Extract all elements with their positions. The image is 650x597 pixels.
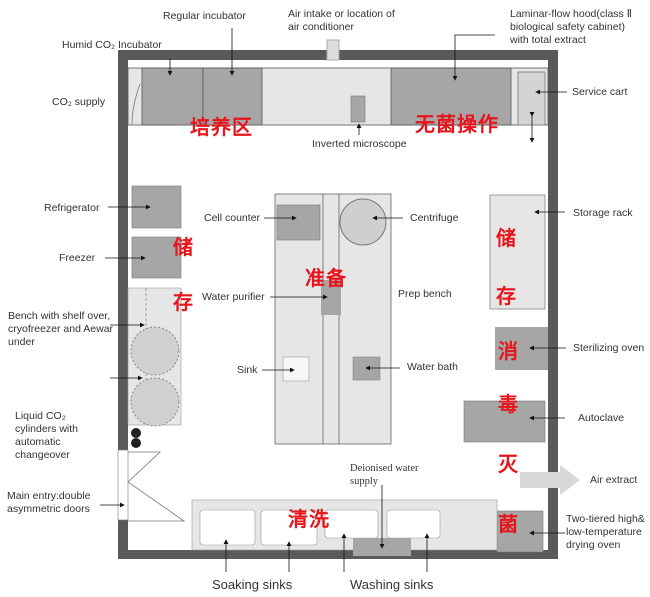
label-inverted-microscope: Inverted microscope (312, 138, 407, 150)
label-drying-oven: Two-tiered high& low-temperature drying … (566, 513, 645, 551)
door-leaves (127, 451, 186, 522)
label-humid-incubator: Humid CO₂ Incubator (62, 39, 162, 51)
co2-cylinder (131, 428, 141, 438)
door-opening (117, 449, 129, 521)
zone-prep: 准备 (305, 266, 347, 290)
sterilizing-oven (495, 327, 548, 370)
label-refrigerator: Refrigerator (44, 202, 100, 214)
laminar-flow-hood (390, 67, 512, 126)
label-storage-rack: Storage rack (573, 207, 633, 219)
zone-sterilize-4: 菌 (498, 512, 519, 536)
leader-lines (100, 28, 567, 572)
zone-sterilize-2: 毒 (498, 392, 519, 416)
label-washing-sinks: Washing sinks (350, 577, 434, 592)
label-centrifuge: Centrifuge (410, 212, 459, 224)
co2-cylinder (131, 438, 141, 448)
co2-supply-line (131, 83, 141, 125)
label-deionised-water: Deionised water supply (350, 463, 419, 487)
zone-storage-right-1: 储 (496, 226, 517, 250)
dewar (130, 377, 180, 427)
zone-culture: 培养区 (190, 115, 253, 139)
label-co2-supply: CO₂ supply (52, 96, 106, 108)
zone-sterilize-1: 消 (498, 339, 519, 363)
washing-sink (324, 509, 379, 539)
label-water-bath: Water bath (407, 361, 458, 373)
label-main-entry: Main entry:double asymmetric doors (7, 490, 91, 515)
zone-cleaning: 清洗 (288, 507, 330, 531)
label-air-intake: Air intake or location of air conditione… (288, 8, 395, 33)
air-intake (326, 39, 340, 61)
water-purifier (321, 280, 341, 315)
label-air-extract: Air extract (590, 474, 638, 486)
cell-counter (276, 204, 321, 241)
label-service-cart: Service cart (572, 86, 628, 98)
label-freezer: Freezer (59, 252, 96, 264)
label-regular-incubator: Regular incubator (163, 10, 246, 22)
label-soaking-sinks: Soaking sinks (212, 577, 293, 592)
centrifuge (339, 198, 387, 246)
label-autoclave: Autoclave (578, 412, 625, 424)
zone-storage-right-2: 存 (496, 284, 517, 308)
service-cart (517, 71, 546, 126)
autoclave (463, 400, 546, 443)
water-bath (352, 356, 381, 381)
zone-storage-left-1: 储 (173, 235, 194, 259)
washing-sink (386, 509, 441, 539)
label-water-purifier: Water purifier (202, 291, 265, 303)
air-extract-arrow (520, 465, 580, 495)
regular-incubator (202, 67, 263, 126)
label-liquid-co2: Liquid CO₂ cylinders with automatic chan… (15, 410, 79, 461)
zone-aseptic: 无菌操作 (415, 112, 499, 136)
label-cell-counter: Cell counter (204, 212, 261, 224)
freezer (131, 236, 182, 279)
label-sterilizing-oven: Sterilizing oven (573, 342, 645, 354)
zone-storage-left-2: 存 (173, 290, 194, 314)
label-sink: Sink (237, 364, 258, 376)
inverted-microscope (350, 95, 366, 123)
zone-sterilize-3: 灭 (498, 452, 519, 476)
drying-oven (496, 510, 544, 553)
label-bench-shelf: Bench with shelf over, cryofreezer and A… (8, 310, 114, 348)
sink (282, 356, 310, 382)
label-prep-bench: Prep bench (398, 288, 452, 300)
label-laminar-hood: Laminar-flow hood(class Ⅱ biological saf… (510, 8, 632, 46)
soaking-sink (199, 509, 256, 546)
cryofreezer (130, 326, 180, 376)
